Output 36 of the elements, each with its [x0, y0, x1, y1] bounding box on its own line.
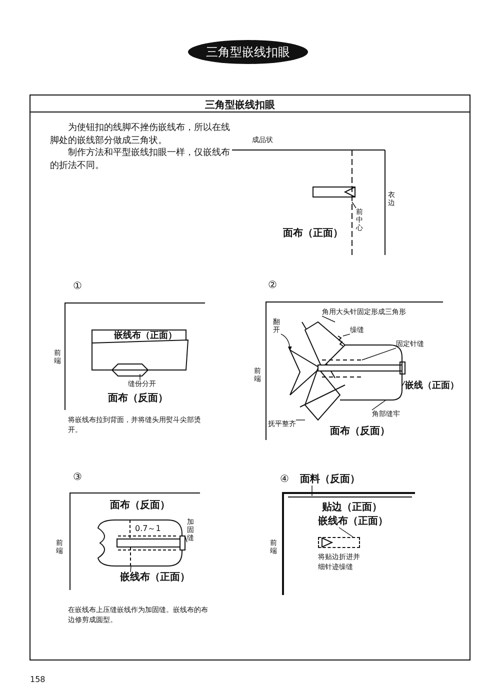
stitch-line — [322, 360, 362, 378]
drawing-label: 面布（反面） — [330, 426, 390, 438]
stitch-line — [130, 547, 131, 566]
leader-label: 嵌线布（正面） — [318, 516, 388, 528]
step-number: ② — [268, 280, 277, 292]
leader-label: 嵌线布（正面） — [120, 572, 190, 584]
drawing-label: 嵌线布（正面） — [114, 331, 177, 342]
leader-line — [372, 400, 386, 410]
leader-line — [130, 566, 132, 572]
leader-line — [184, 536, 188, 542]
drawing-label: 面布（反面） — [108, 393, 168, 405]
leader-line — [322, 316, 336, 322]
paragraph: 为使钮扣的线脚不挫伤嵌线布，所以在线脚处的嵌线部分做成三角状。 — [50, 122, 230, 148]
leader-label: 嵌线（正面） — [405, 381, 459, 392]
buttonhole-drawing — [116, 536, 186, 550]
leader-line — [338, 527, 354, 538]
stitch-mark — [338, 336, 344, 346]
leader-line — [342, 334, 350, 336]
buttonhole-piece — [318, 537, 360, 548]
arrow — [280, 334, 292, 351]
paragraph: 制作方法和平型嵌线扣眼一样，仅嵌线布的折法不同。 — [50, 147, 230, 174]
leader-line — [352, 202, 356, 208]
leader-line — [362, 348, 396, 360]
step-number: ④ — [280, 474, 289, 486]
step-number: ① — [73, 281, 82, 293]
header-text: 三角型嵌线扣眼 — [205, 99, 276, 113]
drawing-label: 面布（反面） — [110, 500, 170, 512]
drawing-label: 贴边（正面） — [322, 502, 382, 514]
drawing-label: 0.7～1 — [135, 524, 161, 534]
leader-line — [402, 380, 406, 387]
flap — [304, 367, 341, 421]
title-banner: 三角型嵌线扣眼 — [188, 40, 308, 64]
step-number: ③ — [73, 472, 82, 484]
drawing-label: 面布（正面） — [283, 228, 343, 240]
leader-label: 面料（反面） — [300, 474, 360, 486]
page-number: 158 — [30, 675, 46, 685]
